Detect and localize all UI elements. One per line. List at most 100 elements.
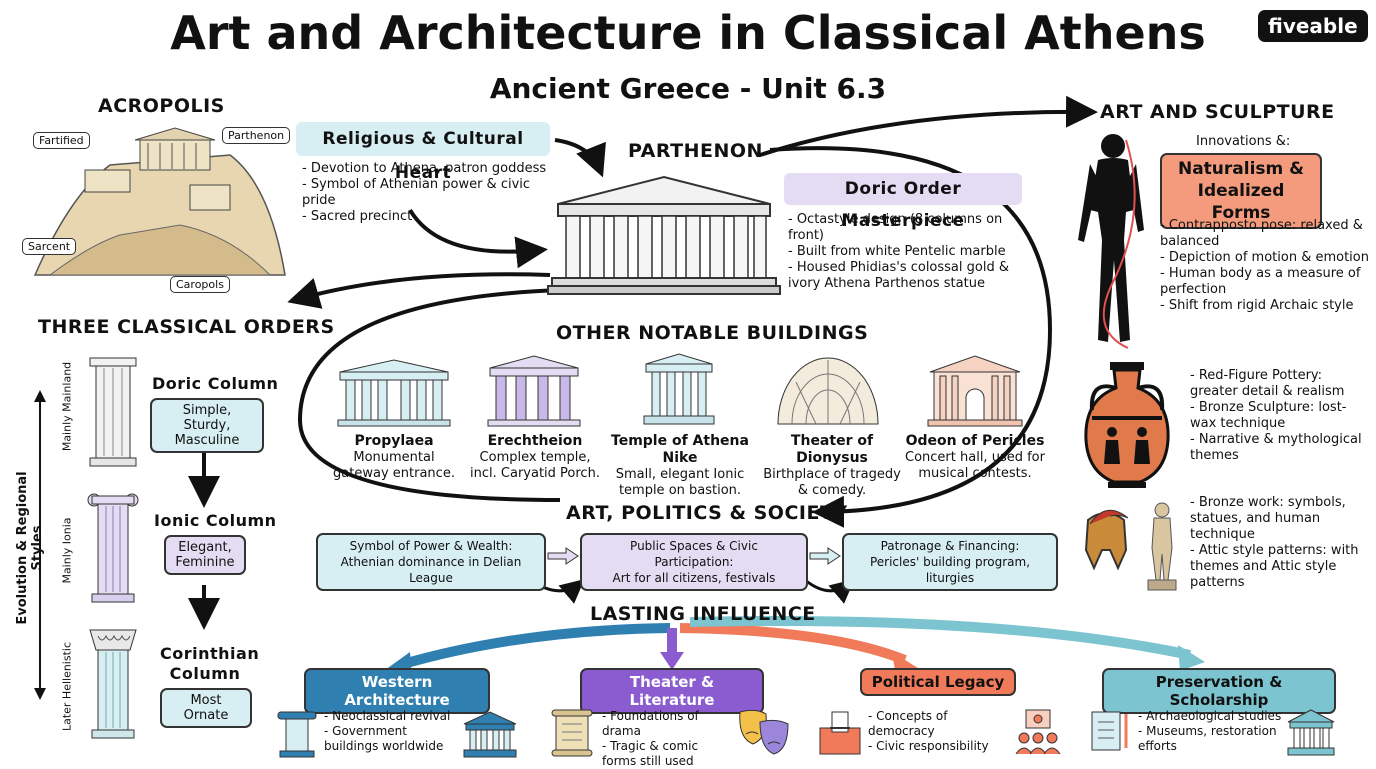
brand-logo[interactable]: fiveable: [1258, 10, 1368, 42]
helmet-icon: [1084, 509, 1129, 571]
society-heading: ART, POLITICS & SOCIETY: [566, 502, 848, 524]
red-figure-vase-icon: [1084, 362, 1170, 488]
building-desc: Birthplace of tragedy & comedy.: [763, 467, 901, 498]
society-box-text: Pericles' building program, liturgies: [869, 555, 1031, 585]
parthenon-bullet: Housed Phidias's colossal gold & ivory A…: [788, 260, 1038, 292]
society-box-patronage: Patronage & Financing: Pericles' buildin…: [842, 533, 1058, 591]
pottery-bullet: Bronze Sculpture: lost-wax technique: [1190, 400, 1366, 432]
religious-bullet: Sacred precinct: [302, 209, 562, 225]
arrow-to-art: [759, 95, 1098, 157]
government-building-icon: [463, 711, 517, 758]
society-box-text: Athenian dominance in Delian League: [340, 555, 522, 585]
parthenon-bullets: Octastyle design (8 columns on front) Bu…: [788, 212, 1038, 292]
acropolis-label-1: Fartified: [33, 132, 90, 149]
acropolis-illustration: [33, 127, 286, 276]
influence-bullet: Tragic & comic forms still used: [602, 739, 734, 769]
influence-heading: LASTING INFLUENCE: [590, 603, 816, 625]
loop-right: [769, 146, 1053, 528]
influence-bullets-political: Concepts of democracy Civic responsibili…: [868, 709, 1016, 754]
influence-bullet: Civic responsibility: [868, 739, 1016, 754]
parthenon-bullet: Built from white Pentelic marble: [788, 244, 1038, 260]
doric-column-title: Doric Column: [152, 374, 279, 393]
corinthian-column-title: Corinthian Column: [160, 644, 260, 683]
athena-nike-icon: [643, 353, 715, 425]
arrow-to-parthenon: [554, 138, 606, 178]
building-caption-theater: Theater of Dionysus Birthplace of traged…: [762, 433, 902, 499]
influence-western-architecture: Western Architecture: [304, 668, 490, 714]
building-name: Erechtheion: [487, 433, 583, 449]
loop-left: [297, 288, 561, 502]
building-desc: Complex temple, incl. Caryatid Porch.: [470, 450, 600, 481]
arrow-right-icon: [809, 547, 841, 565]
theater-icon: [777, 357, 879, 425]
pottery-bullet: Red-Figure Pottery: greater detail & rea…: [1190, 368, 1366, 400]
art-bullet: Depiction of motion & emotion: [1160, 250, 1370, 266]
page-subtitle: Ancient Greece - Unit 6.3: [489, 72, 887, 105]
building-name: Odeon of Pericles: [905, 433, 1045, 449]
pottery-bullet: Narrative & mythological themes: [1190, 432, 1366, 464]
ionic-column-icon: [87, 493, 139, 603]
influence-theater-literature: Theater & Literature: [580, 668, 764, 714]
religious-bullet: Symbol of Athenian power & civic pride: [302, 177, 562, 209]
building-desc: Monumental gateway entrance.: [333, 450, 455, 481]
religious-bullets: Devotion to Athena, patron goddess Symbo…: [302, 161, 562, 225]
building-name: Propylaea: [354, 433, 434, 449]
bronze-bullets: Bronze work: symbols, statues, and human…: [1190, 495, 1370, 591]
theater-masks-icon: [739, 709, 789, 755]
influence-bullet: Government buildings worldwide: [324, 724, 464, 754]
statue-silhouette-icon: [1078, 134, 1144, 349]
page-title: Art and Architecture in Classical Athens: [170, 6, 1206, 60]
building-name: Theater of Dionysus: [790, 433, 874, 466]
society-box-title: Symbol of Power & Wealth:: [349, 539, 513, 553]
building-caption-athena-nike: Temple of Athena Nike Small, elegant Ion…: [600, 433, 760, 499]
influence-bullet: Neoclassical revival: [324, 709, 464, 724]
odeon-icon: [927, 355, 1023, 427]
art-bullet: Human body as a measure of perfection: [1160, 266, 1370, 298]
museum-icon: [1287, 709, 1335, 756]
building-caption-odeon: Odeon of Pericles Concert hall, used for…: [905, 433, 1045, 482]
ionic-column-title: Ionic Column: [154, 511, 277, 530]
building-desc: Concert hall, used for musical contests.: [905, 450, 1045, 481]
religious-bullet: Devotion to Athena, patron goddess: [302, 161, 562, 177]
influence-bullets-architecture: Neoclassical revival Government building…: [324, 709, 464, 754]
religious-box: Religious & Cultural Heart: [296, 122, 550, 183]
arrow-influence-3: [679, 623, 907, 665]
corinthian-column-desc: Most Ornate: [160, 688, 252, 728]
acropolis-label-3: Sarcent: [22, 238, 77, 255]
region-label: Mainly Mainland: [60, 361, 74, 452]
influence-bullets-preservation: Archaeological studies Museums, restorat…: [1138, 709, 1284, 754]
society-box-power: Symbol of Power & Wealth: Athenian domin…: [316, 533, 546, 591]
acropolis-label-2: Parthenon: [222, 127, 291, 144]
influence-bullets-theater: Foundations of drama Tragic & comic form…: [602, 709, 734, 769]
ballot-box-icon: [819, 711, 861, 755]
bronze-statue-icon: [1147, 502, 1177, 591]
society-box-text: Art for all citizens, festivals: [612, 571, 776, 585]
ionic-column-small-icon: [277, 711, 317, 758]
scroll-icon: [551, 709, 593, 757]
doric-column-desc: Simple, Sturdy, Masculine: [150, 398, 264, 453]
brand-text: fiveable: [1268, 14, 1358, 38]
art-bullets: Contrapposto pose: relaxed & balanced De…: [1160, 218, 1370, 314]
acropolis-heading: ACROPOLIS: [98, 95, 225, 117]
corinthian-column-icon: [89, 629, 137, 739]
influence-bullet: Foundations of drama: [602, 709, 734, 739]
influence-political-legacy: Political Legacy: [860, 668, 1016, 696]
region-label: Later Hellenistic: [60, 641, 74, 732]
orders-heading: THREE CLASSICAL ORDERS: [38, 316, 335, 338]
building-desc: Small, elegant Ionic temple on bastion.: [615, 467, 745, 498]
parthenon-heading: PARTHENON: [628, 140, 763, 162]
building-caption-erechtheion: Erechtheion Complex temple, incl. Caryat…: [470, 433, 600, 482]
parthenon-bullet: Octastyle design (8 columns on front): [788, 212, 1038, 244]
art-bullet: Shift from rigid Archaic style: [1160, 298, 1370, 314]
doric-column-icon: [89, 357, 137, 467]
erechtheion-icon: [487, 355, 581, 427]
arrow-right-icon: [547, 547, 579, 565]
arrow-influence-4: [689, 615, 1192, 660]
influence-bullet: Archaeological studies: [1138, 709, 1284, 724]
influence-bullet: Museums, restoration efforts: [1138, 724, 1284, 754]
propylaea-icon: [337, 359, 451, 427]
building-name: Temple of Athena Nike: [611, 433, 749, 466]
society-box-title: Public Spaces & Civic Participation:: [630, 539, 758, 569]
ionic-column-desc: Elegant, Feminine: [164, 535, 246, 575]
region-label: Mainly Ionia: [60, 517, 74, 584]
